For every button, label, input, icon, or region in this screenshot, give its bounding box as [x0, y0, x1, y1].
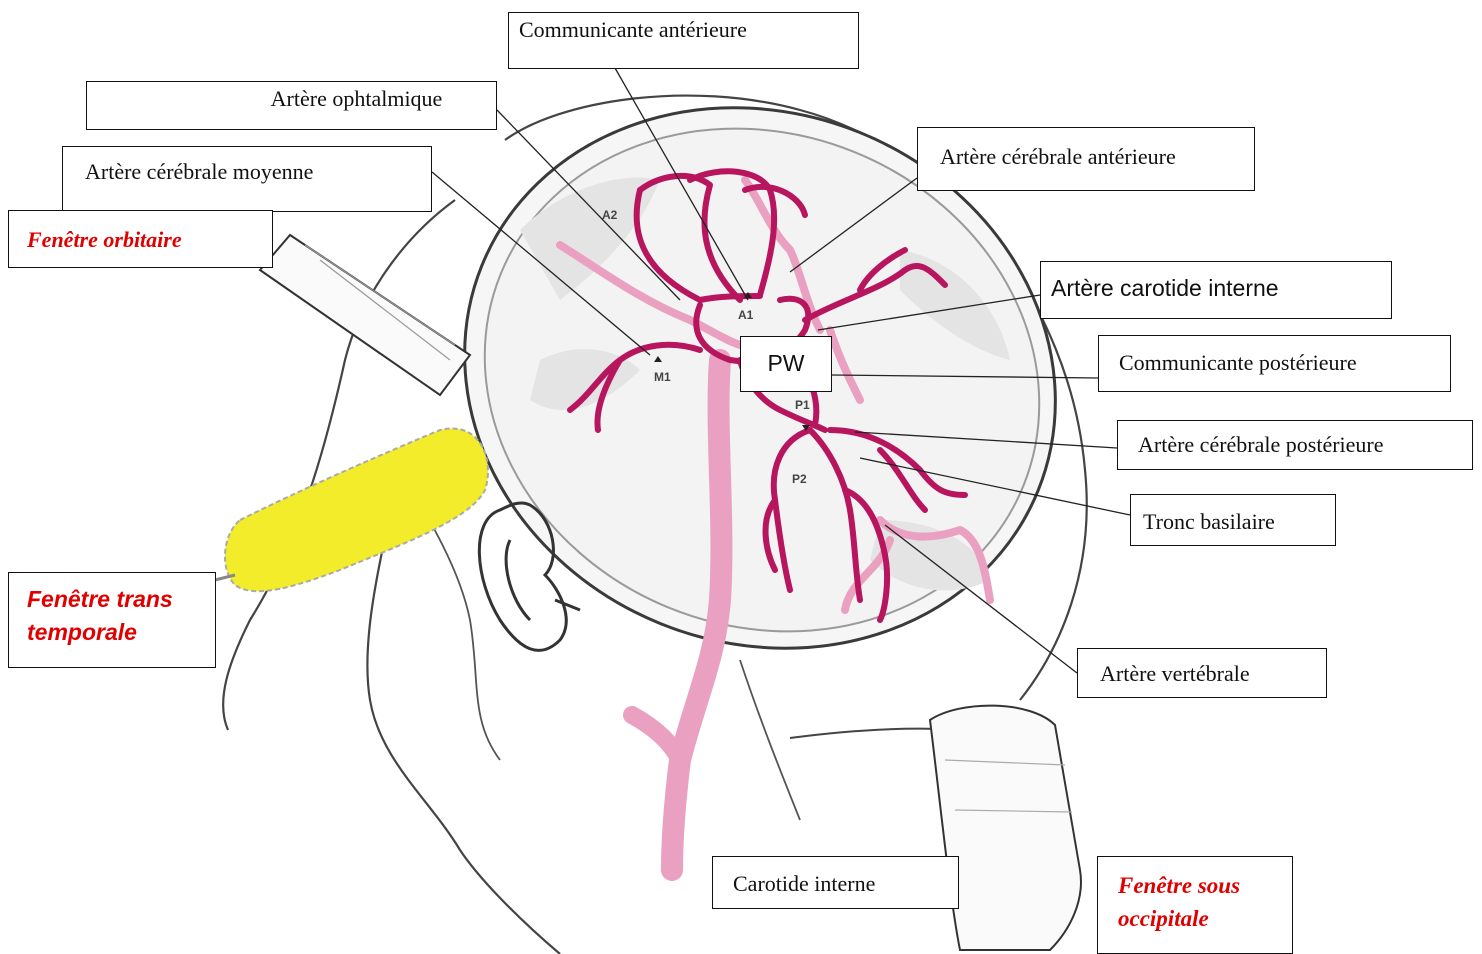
label-communicante-anterieure: Communicante antérieure — [508, 12, 859, 69]
label-carotide-interne: Carotide interne — [712, 856, 959, 909]
label-artere-vertebrale: Artère vertébrale — [1077, 648, 1327, 698]
label-artere-ophtalmique: Artère ophtalmique — [86, 81, 497, 130]
temporal-probe — [215, 428, 488, 591]
label-fenetre-orbitaire: Fenêtre orbitaire — [8, 210, 273, 268]
label-fenetre-sous-occipitale-line2: occipitale — [1118, 906, 1209, 931]
segment-mark-p1: P1 — [795, 398, 810, 412]
suboccipital-probe — [930, 706, 1081, 950]
label-fenetre-trans-temporale-line2: temporale — [27, 619, 137, 645]
label-artere-cerebrale-posterieure: Artère cérébrale postérieure — [1117, 420, 1473, 470]
label-artere-cerebrale-moyenne: Artère cérébrale moyenne — [62, 146, 432, 212]
label-fenetre-trans-temporale: Fenêtre trans temporale — [8, 572, 216, 668]
label-fenetre-sous-occipitale-line1: Fenêtre sous — [1118, 873, 1240, 898]
label-communicante-posterieure: Communicante postérieure — [1098, 335, 1451, 392]
label-fenetre-trans-temporale-line1: Fenêtre trans — [27, 586, 173, 612]
label-artere-carotide-interne: Artère carotide interne — [1040, 261, 1392, 319]
label-fenetre-sous-occipitale: Fenêtre sous occipitale — [1097, 856, 1293, 954]
orbital-probe — [260, 235, 470, 395]
segment-mark-m1: M1 — [654, 370, 671, 384]
segment-mark-a2: A2 — [602, 208, 617, 222]
label-artere-cerebrale-anterieure: Artère cérébrale antérieure — [917, 127, 1255, 191]
label-pw: PW — [740, 336, 832, 392]
label-tronc-basilaire: Tronc basilaire — [1130, 494, 1336, 546]
segment-mark-p2: P2 — [792, 472, 807, 486]
segment-mark-a1: A1 — [738, 308, 753, 322]
